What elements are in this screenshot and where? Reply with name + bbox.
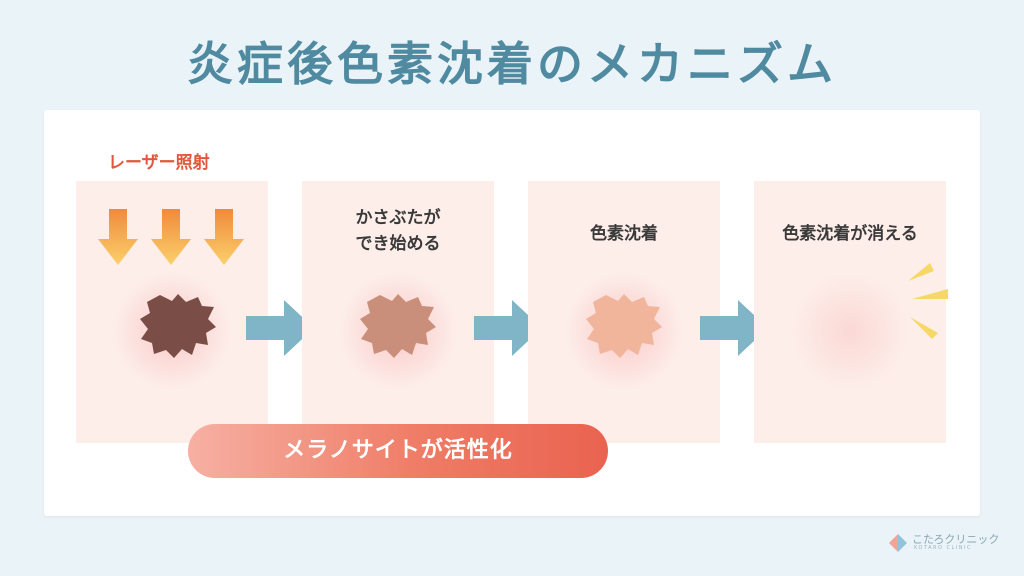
pigment-blot-icon [140, 294, 216, 358]
clinic-logo: こたろクリニック KOTARO CLINIC [888, 531, 1018, 557]
panel-glow [790, 271, 910, 391]
clinic-name: こたろクリニック [912, 533, 1000, 546]
melanocyte-banner: メラノサイトが活性化 [188, 424, 608, 478]
laser-label: レーザー照射 [108, 153, 210, 173]
step-panel-scab: かさぶたが でき始める [302, 181, 494, 443]
step-label: 色素沈着が消える [782, 224, 918, 244]
clinic-subname: KOTARO CLINIC [914, 545, 972, 551]
pigment-blot-icon [360, 294, 436, 358]
step-label: 色素沈着 [590, 224, 658, 244]
laser-arrow-icon [98, 209, 244, 265]
clinic-logo-icon [889, 534, 907, 552]
sparkle-icon [908, 263, 948, 339]
flow-arrow-icon [474, 300, 542, 356]
step-label: かさぶたが でき始める [355, 208, 441, 254]
step-panel-fade: 色素沈着が消える [754, 181, 948, 443]
flow-arrow-icon [246, 300, 314, 356]
pigment-blot-icon [586, 294, 662, 358]
step-panel-laser [76, 181, 268, 443]
flow-arrow-icon [700, 300, 768, 356]
page-title: 炎症後色素沈着のメカニズム [187, 37, 837, 91]
step-panel-pigmentation: 色素沈着 [528, 181, 720, 443]
